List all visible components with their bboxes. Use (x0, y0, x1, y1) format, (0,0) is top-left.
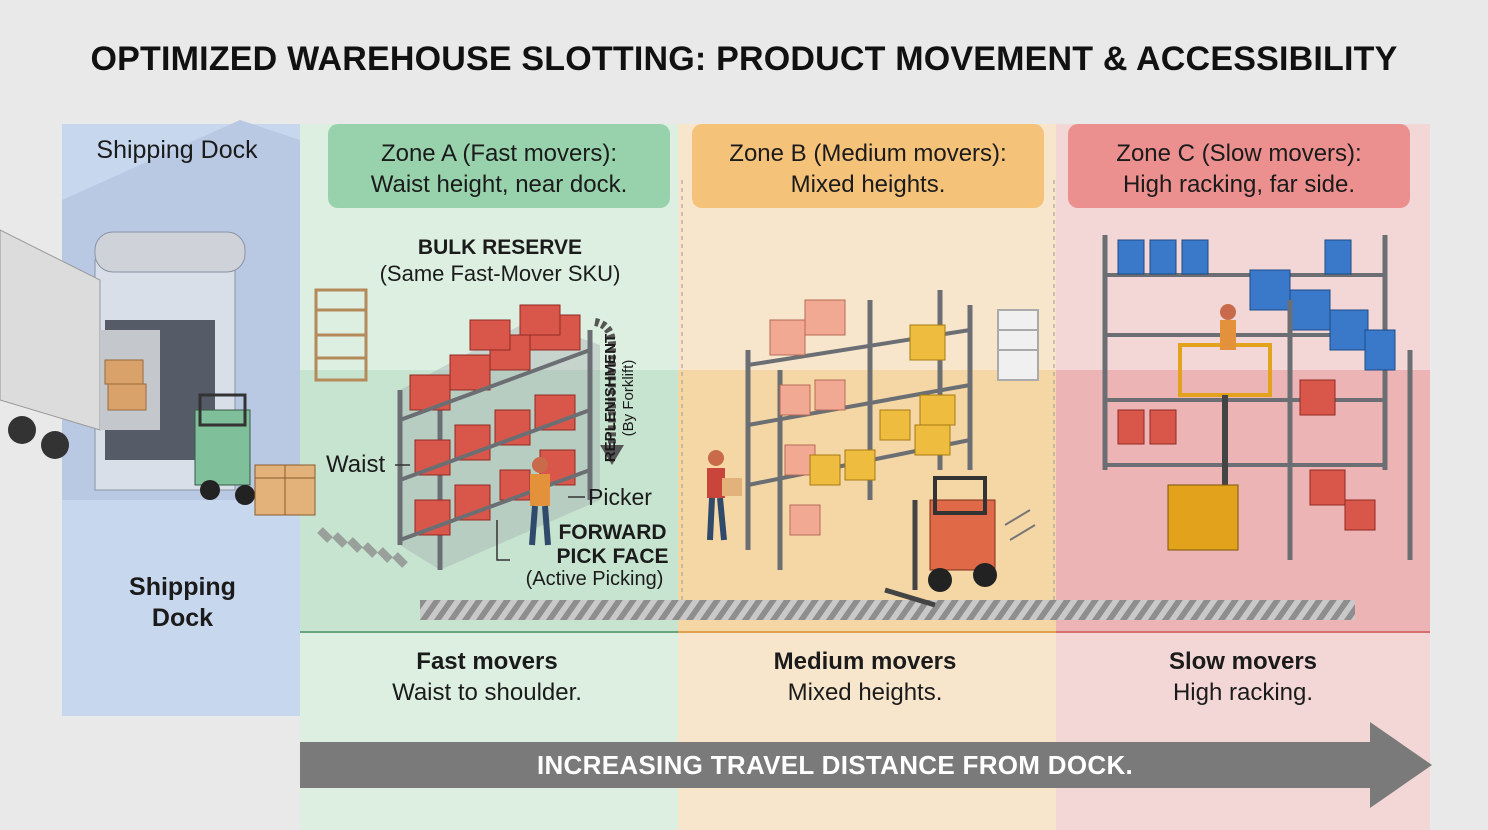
zone-a-footer: Fast movers Waist to shoulder. (300, 646, 674, 708)
zone-a-header: Zone A (Fast movers): Waist height, near… (328, 124, 670, 208)
zone-c-header-desc: High racking, far side. (1122, 171, 1356, 198)
page-title: OPTIMIZED WAREHOUSE SLOTTING: PRODUCT MO… (90, 40, 1398, 78)
order-picker-lift-icon (1167, 304, 1272, 551)
replenishment-title: REPLENISHMENT (602, 333, 619, 463)
zone-c-header: Zone C (Slow movers): High racking, far … (1068, 124, 1410, 208)
zone-b-rack-icon (745, 290, 973, 570)
dock-label-line1: Shipping (129, 573, 236, 601)
replenishment-label: REPLENISHMENT (By Forklift) (602, 318, 638, 478)
zone-c-footer-text: High racking. (1172, 679, 1314, 706)
forward-pick-face-label-1: FORWARD (558, 521, 667, 544)
zone-a-header-desc: Waist height, near dock. (370, 171, 628, 198)
small-shelf-icon (314, 288, 368, 382)
forward-pick-face-label-2: PICK FACE (556, 545, 669, 568)
zone-c-footer: Slow movers High racking. (1056, 646, 1430, 708)
dock-label-line2: Dock (151, 604, 214, 632)
replenishment-sub: (By Forklift) (620, 359, 637, 437)
waist-label: Waist (326, 451, 386, 478)
replenishment-arrow-icon (594, 318, 624, 465)
zone-b-header-title: Zone B (Medium movers): (729, 140, 1007, 167)
zone-c-header-title: Zone C (Slow movers): (1116, 140, 1362, 167)
zone-a-header-title: Zone A (Fast movers): (380, 140, 618, 167)
travel-path-strip (420, 600, 1355, 620)
zone-a-footer-text: Waist to shoulder. (392, 679, 582, 706)
zone-c-rack-icon (1102, 235, 1413, 560)
zone-b-header: Zone B (Medium movers): Mixed heights. (692, 124, 1044, 208)
zone-b-footer-text: Mixed heights. (787, 679, 943, 706)
bulk-reserve-sublabel: (Same Fast-Mover SKU) (379, 261, 621, 286)
zone-c-footer-title: Slow movers (1168, 648, 1318, 675)
zone-b-worker-icon (707, 450, 742, 541)
zone-a-footer-title: Fast movers (416, 648, 558, 675)
zone-b-footer: Medium movers Mixed heights. (678, 646, 1052, 708)
dock-label: Shipping Dock (100, 572, 265, 634)
zone-b-footer-title: Medium movers (773, 648, 957, 675)
bulk-reserve-label: BULK RESERVE (417, 236, 583, 259)
zone-b-forklift-icon (884, 476, 1036, 608)
zone-b-shelf-icon (997, 309, 1039, 381)
picker-person-icon (529, 457, 551, 546)
picker-label: Picker (588, 484, 652, 510)
forward-pick-face-sublabel: (Active Picking) (525, 568, 664, 590)
distance-arrow-label: INCREASING TRAVEL DISTANCE FROM DOCK. (536, 750, 1134, 780)
dock-forklift-icon (194, 393, 316, 516)
travel-path-hatch (317, 527, 408, 568)
truck-icon (0, 229, 160, 459)
dock-header: Shipping Dock (96, 136, 258, 164)
zone-b-header-desc: Mixed heights. (790, 171, 946, 198)
